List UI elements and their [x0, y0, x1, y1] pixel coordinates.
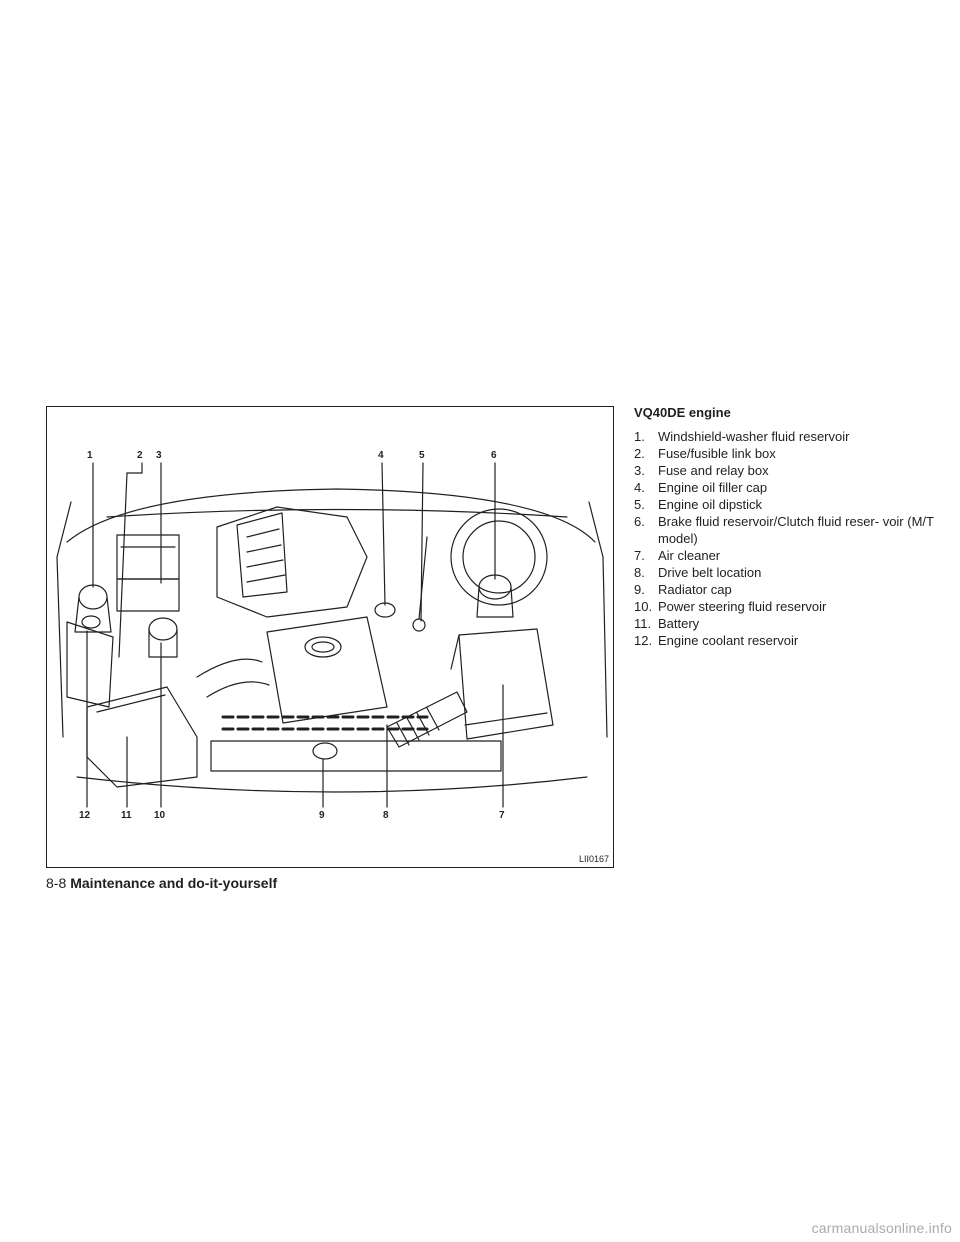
legend-item-number: 11. — [634, 616, 652, 631]
legend-item: 12. Engine coolant reservoir — [634, 632, 934, 649]
watermark: carmanualsonline.info — [811, 1220, 952, 1236]
legend-item-number: 3. — [634, 463, 645, 478]
legend-item: 5. Engine oil dipstick — [634, 496, 934, 513]
component-legend: VQ40DE engine 1. Windshield-washer fluid … — [634, 404, 934, 649]
legend-item: 9. Radiator cap — [634, 581, 934, 598]
legend-item-number: 5. — [634, 497, 645, 512]
legend-item-text: Fuse and relay box — [658, 463, 769, 478]
page-number: 8-8 — [46, 875, 67, 891]
callout-9: 9 — [319, 810, 325, 821]
legend-item-number: 7. — [634, 548, 645, 563]
legend-item: 4. Engine oil filler cap — [634, 479, 934, 496]
callout-3: 3 — [156, 450, 162, 461]
engine-compartment-figure: 1 2 3 4 5 6 12 11 10 9 8 7 LII0167 — [46, 406, 614, 868]
legend-item-text: Brake fluid reservoir/Clutch fluid reser… — [658, 514, 934, 546]
figure-code: LII0167 — [578, 854, 609, 864]
legend-item-number: 10. — [634, 599, 653, 614]
legend-item: 10. Power steering fluid reservoir — [634, 598, 934, 615]
legend-item: 2. Fuse/fusible link box — [634, 445, 934, 462]
legend-item: 1. Windshield-washer fluid reservoir — [634, 428, 934, 445]
callout-10: 10 — [154, 810, 166, 821]
legend-item-text: Fuse/fusible link box — [658, 446, 776, 461]
legend-item-number: 12. — [634, 633, 653, 648]
callout-5: 5 — [419, 450, 425, 461]
legend-item: 8. Drive belt location — [634, 564, 934, 581]
callout-6: 6 — [491, 450, 497, 461]
legend-item-number: 4. — [634, 480, 645, 495]
legend-item-text: Power steering fluid reservoir — [658, 599, 827, 614]
callout-7: 7 — [499, 810, 505, 821]
legend-title: VQ40DE engine — [634, 405, 731, 420]
legend-item: 3. Fuse and relay box — [634, 462, 934, 479]
legend-item: 6. Brake fluid reservoir/Clutch fluid res… — [634, 513, 934, 547]
legend-item-number: 8. — [634, 565, 645, 580]
callout-8: 8 — [383, 810, 389, 821]
legend-item-number: 2. — [634, 446, 645, 461]
legend-list: 1. Windshield-washer fluid reservoir 2. Fu… — [634, 428, 934, 649]
section-title: Maintenance and do-it-yourself — [70, 875, 278, 891]
legend-item-text: Engine oil dipstick — [658, 497, 763, 512]
legend-item-number: 6. — [634, 514, 645, 529]
callout-11: 11 — [121, 810, 132, 821]
legend-item: 7. Air cleaner — [634, 547, 934, 564]
legend-item-number: 1. — [634, 429, 645, 444]
engine-illustration — [56, 462, 608, 808]
legend-item-text: Engine oil filler cap — [658, 480, 768, 495]
callout-12: 12 — [79, 810, 91, 821]
legend-item-number: 9. — [634, 582, 645, 597]
callout-1: 1 — [87, 450, 93, 461]
legend-item-text: Windshield-washer fluid reservoir — [658, 429, 850, 444]
legend-item-text: Drive belt location — [658, 565, 762, 580]
legend-item-text: Radiator cap — [658, 582, 732, 597]
callout-4: 4 — [378, 450, 384, 461]
legend-item-text: Air cleaner — [658, 548, 721, 563]
legend-item-text: Engine coolant reservoir — [658, 633, 799, 648]
callout-2: 2 — [137, 450, 143, 461]
legend-item-text: Battery — [658, 616, 700, 631]
legend-item: 11. Battery — [634, 615, 934, 632]
